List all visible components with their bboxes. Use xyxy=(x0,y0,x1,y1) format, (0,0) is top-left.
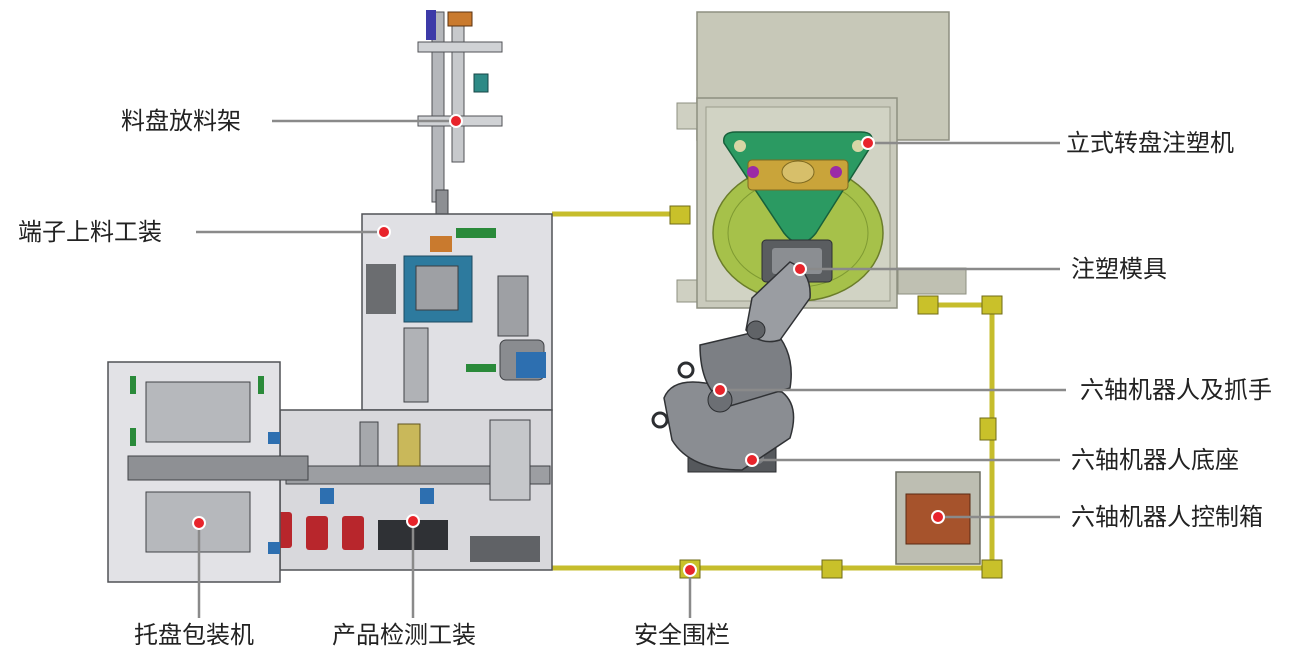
label-injection-machine: 立式转盘注塑机 xyxy=(1066,129,1234,157)
label-safety-fence: 安全围栏 xyxy=(634,621,730,649)
vertical-injection-machine xyxy=(676,11,967,309)
marker-safety-fence xyxy=(683,563,697,577)
marker-terminal-loading xyxy=(377,225,391,239)
marker-injection-machine xyxy=(861,136,875,150)
label-tray-packaging: 托盘包装机 xyxy=(134,621,254,649)
label-injection-mold: 注塑模具 xyxy=(1071,255,1167,283)
tray-packaging-machine xyxy=(107,361,309,583)
marker-product-inspection xyxy=(406,514,420,528)
marker-robot-base xyxy=(745,453,759,467)
label-robot-base: 六轴机器人底座 xyxy=(1071,446,1239,474)
marker-robot-arm xyxy=(713,383,727,397)
terminal-loading-station xyxy=(361,213,553,411)
label-robot-controller: 六轴机器人控制箱 xyxy=(1071,503,1263,531)
marker-injection-mold xyxy=(793,262,807,276)
label-terminal-loading: 端子上料工装 xyxy=(18,218,162,246)
marker-robot-controller xyxy=(931,510,945,524)
label-product-inspection: 产品检测工装 xyxy=(332,621,476,649)
leader-lines xyxy=(196,119,1066,618)
marker-tray-rack xyxy=(449,114,463,128)
label-robot-arm: 六轴机器人及抓手 xyxy=(1080,376,1272,404)
safety-fence xyxy=(552,205,1003,579)
tray-rack xyxy=(417,10,503,221)
markers xyxy=(192,114,945,577)
marker-tray-packaging xyxy=(192,516,206,530)
product-inspection-station xyxy=(270,409,553,571)
label-tray-rack: 料盘放料架 xyxy=(121,107,241,135)
